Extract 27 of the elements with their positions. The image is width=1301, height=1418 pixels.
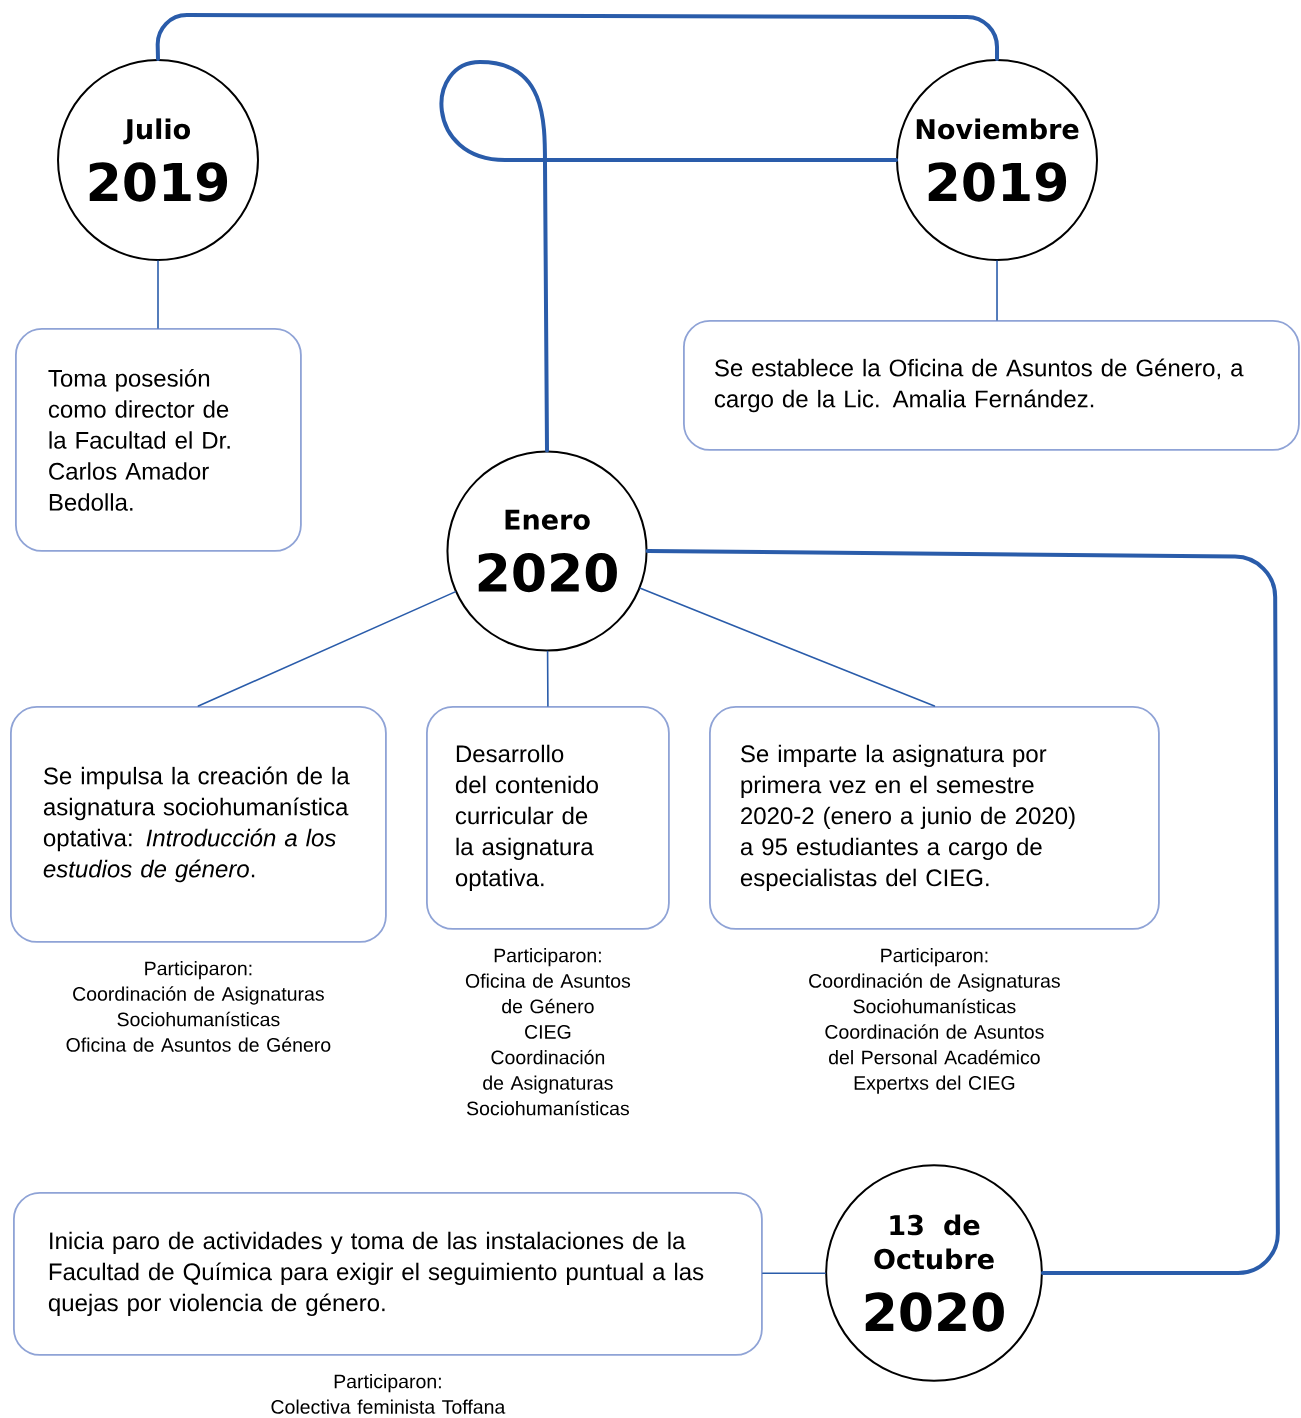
node-label: Expertxs del CIEG [854,1075,1015,1094]
node-label: Oficina de Asuntos de Género [465,973,631,1014]
connector-line [639,587,936,707]
event-box: Se imparte la asignatura por primera vez en el semestre 2020-2 (enero a junio de 2020) a 95 estudiantes a cargo de especialistas del CIEG. [709,706,1160,930]
node-label: Participaron: [881,948,988,967]
node-label: Coordinación de Asignaturas Sociohumanísticas [809,973,1060,1014]
event-box: Toma posesión como director de la Facultad el Dr. Carlos Amador Bedolla. [15,328,302,552]
node-label: CIEG [525,1025,571,1039]
event-box: Inicia paro de actividades y toma de las instalaciones de la Facultad de Química para exigir el seguimiento puntual a las quejas por violencia de género. [13,1192,763,1356]
connector-line [439,60,899,453]
connector-line [155,13,999,61]
node-label: Coordinación de Asignaturas Sociohumanísticas [466,1049,630,1116]
connector-line [546,650,549,707]
participants-text: Participaron: Coordinación de Asignaturas Sociohumanísticas Oficina de Asuntos de Género [66,961,331,1052]
connector-line [157,260,159,329]
connector-line [197,591,456,707]
event-box: Se establece la Oficina de Asuntos de Género, a cargo de la Lic. Amalia Fernández. [683,320,1300,451]
connector-line [996,260,998,321]
node-label: Coordinación de Asuntos del Personal Académico [825,1024,1044,1065]
connector-line [762,1272,826,1275]
connector-line [645,549,1280,1275]
event-box: Se impulsa la creación de la asignatura sociohumanística optativa: Introducción a los estudios de género. [10,706,387,943]
node-label: Participaron: [494,948,601,967]
participants-text: Participaron: Coordinación de Asignaturas Sociohumanísticas Coordinación de Asuntos del Personal Académico Expertxs del CIEG [809,948,1060,1094]
participants-text: Participaron: Oficina de Asuntos de Género CIEG Coordinación de Asignaturas Sociohumanísticas [465,948,631,1116]
event-box: Desarrollo del contenido curricular de la asignatura optativa. [426,706,670,930]
participants-text: Participaron: Colectiva feminista Toffana [271,1374,506,1414]
